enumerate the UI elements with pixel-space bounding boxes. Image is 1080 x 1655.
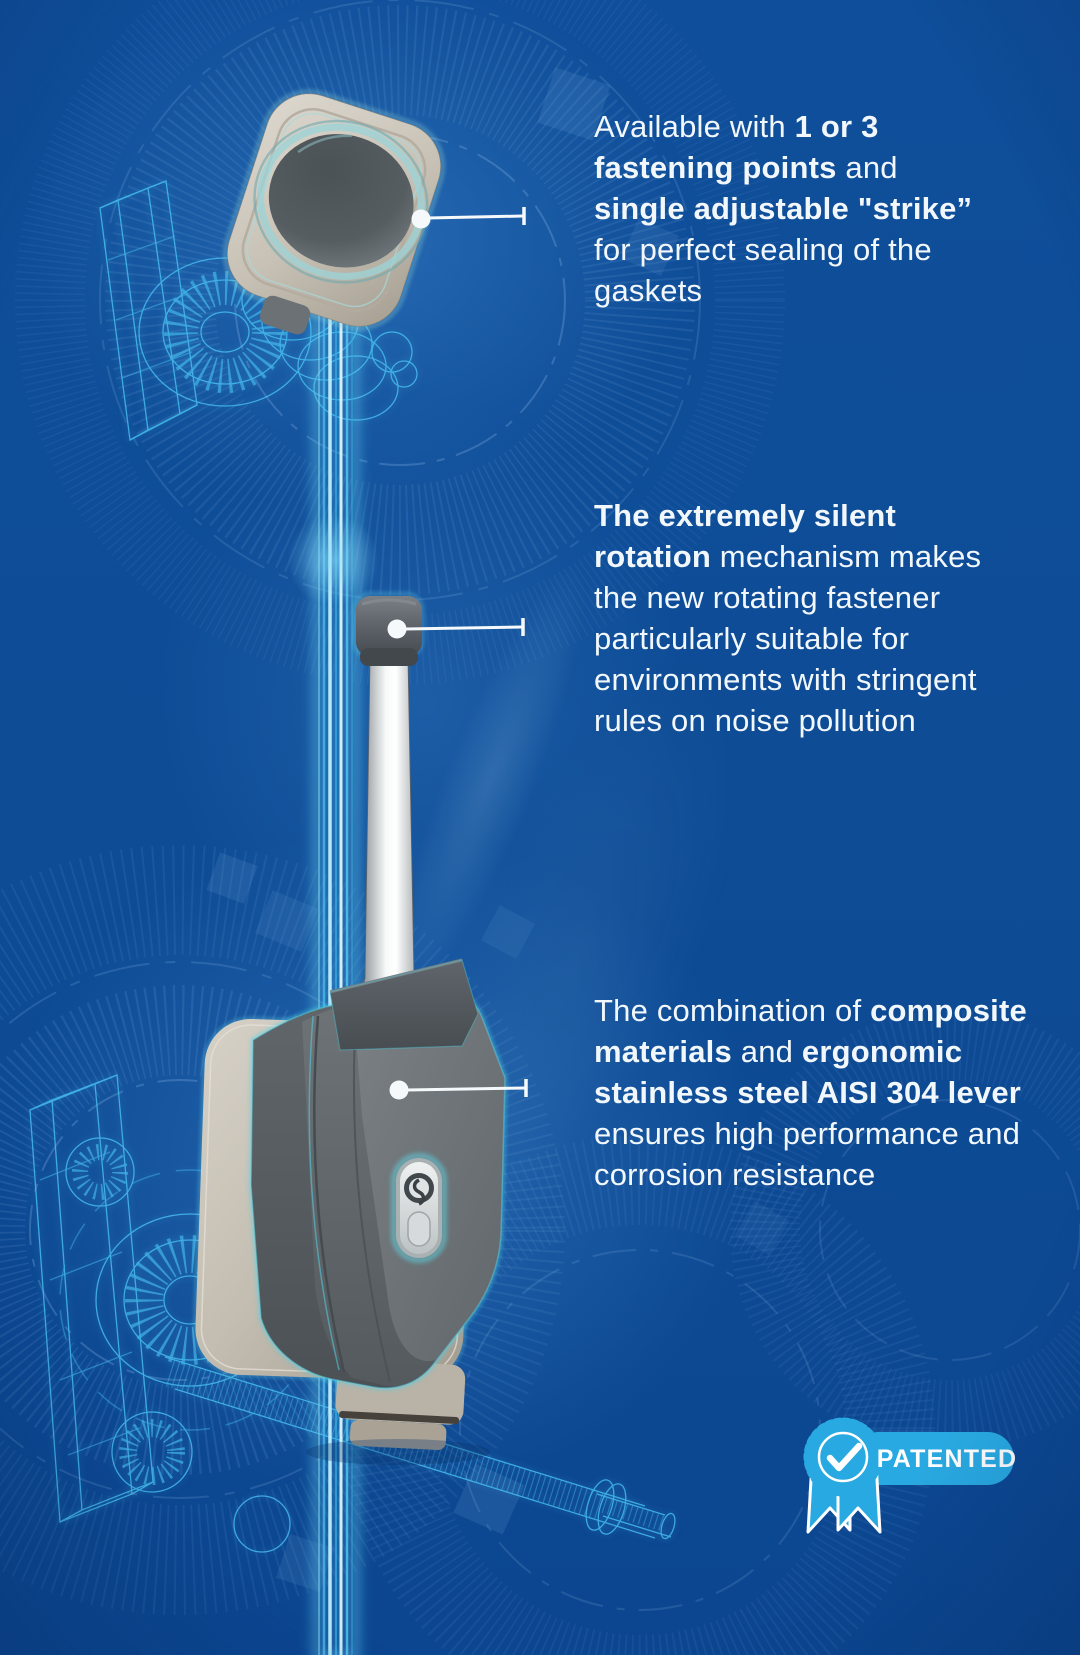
feature-text-silent-rotation: The extremely silent rotation mechanism m…: [594, 495, 1064, 741]
feature-text-line: rotation mechanism makes: [594, 539, 982, 574]
feature-text-line: particularly suitable for: [594, 621, 910, 656]
feature-text-line: fastening points and: [594, 150, 898, 185]
feature-text-line: the new rotating fastener: [594, 580, 941, 615]
feature-text-line: gaskets: [594, 273, 703, 308]
feature-text-line: The combination of composite: [594, 993, 1027, 1028]
feature-text-fastening-points: Available with 1 or 3 fastening points an…: [594, 106, 1064, 311]
feature-text-line: for perfect sealing of the: [594, 232, 932, 267]
feature-text-line: Available with 1 or 3: [594, 109, 879, 144]
feature-text-line: ensures high performance and: [594, 1116, 1021, 1151]
feature-text-line: environments with stringent: [594, 662, 977, 697]
feature-text-line: corrosion resistance: [594, 1157, 876, 1192]
feature-text-line: materials and ergonomic: [594, 1034, 963, 1069]
feature-text-line: stainless steel AISI 304 lever: [594, 1075, 1022, 1110]
feature-text-line: single adjustable "strike”: [594, 191, 973, 226]
feature-text-line: rules on noise pollution: [594, 703, 916, 738]
feature-text-materials: The combination of composite materials an…: [594, 990, 1064, 1195]
feature-text-line: The extremely silent: [594, 498, 897, 533]
